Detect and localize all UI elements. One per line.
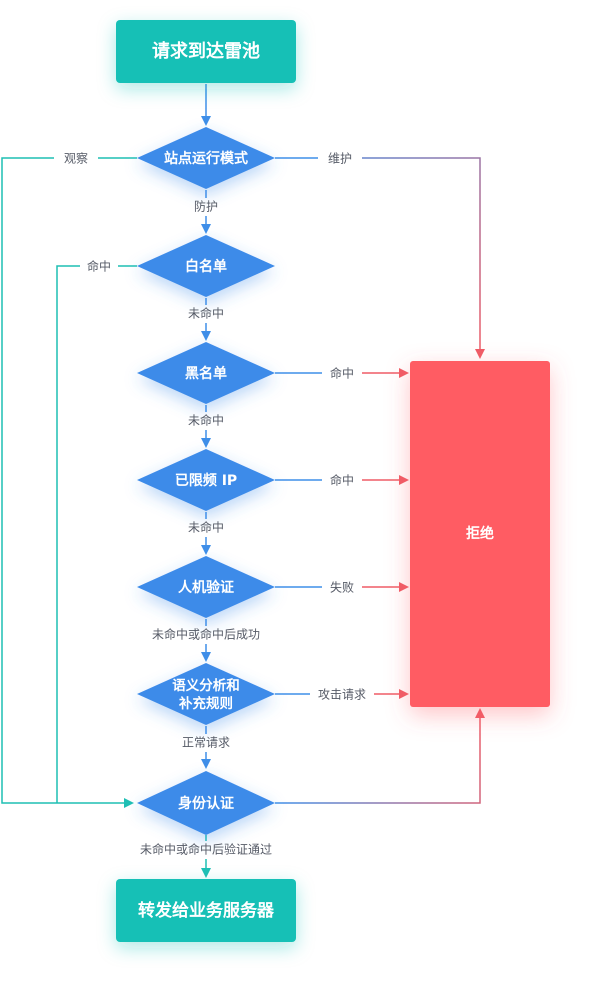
edge-label-attack: 攻击请求	[318, 688, 366, 702]
mode-decision: 站点运行模式	[137, 127, 275, 189]
edge-label-whitelist-miss: 未命中	[188, 306, 224, 321]
edge-label-maintain: 维护	[328, 152, 352, 166]
edge-label-ratelimit-hit: 命中	[330, 473, 354, 488]
edge-maintain-to-reject-b	[362, 157, 485, 359]
blacklist-decision-label: 黑名单	[185, 365, 227, 382]
reject-node-label: 拒绝	[466, 525, 494, 542]
semantic-decision: 语义分析和 补充规则	[137, 663, 275, 725]
blacklist-decision: 黑名单	[137, 342, 275, 404]
forward-node-label: 转发给业务服务器	[138, 900, 275, 921]
reject-node: 拒绝	[410, 361, 550, 707]
ratelimit-decision: 已限频 IP	[137, 449, 275, 511]
edge-observe-bypass-b	[1, 157, 134, 808]
whitelist-decision-label: 白名单	[185, 258, 227, 275]
edge-label-protect: 防护	[194, 199, 218, 214]
whitelist-decision: 白名单	[137, 235, 275, 297]
edge-label-captcha-fail: 失败	[330, 580, 354, 595]
start-node-label: 请求到达雷池	[152, 40, 260, 62]
forward-node: 转发给业务服务器	[116, 879, 296, 942]
edge-label-captcha-pass: 未命中或命中后成功	[152, 627, 260, 642]
ratelimit-decision-label: 已限频 IP	[175, 472, 237, 489]
edge-label-blacklist-hit: 命中	[330, 366, 354, 381]
captcha-decision-label: 人机验证	[178, 579, 234, 596]
edge-whitelist-hit-bypass-b	[56, 265, 80, 803]
edge-label-whitelist-hit: 命中	[87, 259, 111, 274]
edge-label-auth-pass: 未命中或命中后验证通过	[140, 842, 272, 857]
edge-label-blacklist-miss: 未命中	[188, 413, 224, 428]
mode-decision-label: 站点运行模式	[164, 150, 248, 167]
semantic-decision-label-1: 语义分析和	[172, 677, 240, 694]
edge-auth-to-reject	[275, 708, 485, 804]
start-node: 请求到达雷池	[116, 20, 296, 83]
auth-decision: 身份认证	[137, 771, 275, 835]
semantic-decision-label-2: 补充规则	[178, 695, 233, 712]
edge-label-ratelimit-miss: 未命中	[188, 520, 224, 535]
edge-label-observe: 观察	[64, 152, 88, 166]
edge-label-normal: 正常请求	[182, 736, 230, 750]
captcha-decision: 人机验证	[137, 556, 275, 618]
auth-decision-label: 身份认证	[178, 795, 234, 812]
